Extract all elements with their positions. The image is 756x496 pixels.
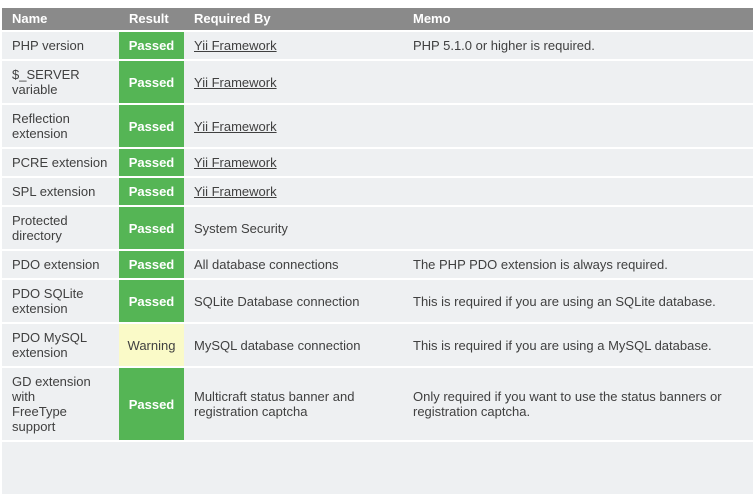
memo-cell: The PHP PDO extension is always required… <box>403 251 753 278</box>
column-header-result: Result <box>119 8 184 30</box>
table-row: Reflection extension Passed Yii Framewor… <box>2 105 753 147</box>
memo-cell <box>403 105 753 147</box>
table-row: PCRE extension Passed Yii Framework <box>2 149 753 176</box>
required-by-cell: Yii Framework <box>184 149 403 176</box>
required-by-link[interactable]: Yii Framework <box>194 184 277 199</box>
requirement-name: Protected directory <box>2 207 119 249</box>
required-by-text: System Security <box>194 220 288 236</box>
requirements-table: Name Result Required By Memo PHP version… <box>2 6 753 496</box>
result-badge: Passed <box>119 32 184 59</box>
memo-cell: Only required if you want to use the sta… <box>403 368 753 440</box>
table-row: GD extension with FreeType support Passe… <box>2 368 753 440</box>
required-by-cell <box>184 442 403 494</box>
required-by-text: MySQL database connection <box>194 337 361 353</box>
memo-cell <box>403 61 753 103</box>
requirement-name: PDO MySQL extension <box>2 324 119 366</box>
required-by-text: Multicraft status banner and registratio… <box>194 389 355 419</box>
table-row-cutoff <box>2 442 753 494</box>
required-by-cell: Yii Framework <box>184 61 403 103</box>
required-by-cell: Yii Framework <box>184 178 403 205</box>
memo-cell <box>403 178 753 205</box>
requirement-name: PCRE extension <box>2 149 119 176</box>
memo-cell <box>403 149 753 176</box>
result-badge: Passed <box>119 280 184 322</box>
table-row: $_SERVER variable Passed Yii Framework <box>2 61 753 103</box>
result-badge: Warning <box>119 324 184 366</box>
required-by-cell: Yii Framework <box>184 32 403 59</box>
requirement-name: PDO extension <box>2 251 119 278</box>
table-row: PDO MySQL extension Warning MySQL databa… <box>2 324 753 366</box>
column-header-name: Name <box>2 8 119 30</box>
required-by-cell: MySQL database connection <box>184 324 403 366</box>
required-by-cell: SQLite Database connection <box>184 280 403 322</box>
memo-cell <box>403 207 753 249</box>
required-by-cell: All database connections <box>184 251 403 278</box>
result-badge: Passed <box>119 178 184 205</box>
requirement-name: $_SERVER variable <box>2 61 119 103</box>
requirement-name: PDO SQLite extension <box>2 280 119 322</box>
requirement-name: PHP version <box>2 32 119 59</box>
result-badge: Passed <box>119 105 184 147</box>
result-badge: Passed <box>119 61 184 103</box>
column-header-memo: Memo <box>403 8 753 30</box>
column-header-required-by: Required By <box>184 8 403 30</box>
memo-cell: This is required if you are using an SQL… <box>403 280 753 322</box>
requirement-name: GD extension with FreeType support <box>2 368 119 440</box>
table-row: PDO extension Passed All database connec… <box>2 251 753 278</box>
result-badge: Passed <box>119 149 184 176</box>
memo-cell: PHP 5.1.0 or higher is required. <box>403 32 753 59</box>
requirement-name: Reflection extension <box>2 105 119 147</box>
requirement-name <box>2 442 119 494</box>
required-by-link[interactable]: Yii Framework <box>194 74 277 90</box>
result-badge: Passed <box>119 251 184 278</box>
table-row: PHP version Passed Yii Framework PHP 5.1… <box>2 32 753 59</box>
memo-cell: This is required if you are using a MySQ… <box>403 324 753 366</box>
required-by-text: All database connections <box>194 257 339 272</box>
required-by-cell: Yii Framework <box>184 105 403 147</box>
table-row: SPL extension Passed Yii Framework <box>2 178 753 205</box>
table-row: PDO SQLite extension Passed SQLite Datab… <box>2 280 753 322</box>
required-by-text: SQLite Database connection <box>194 293 360 309</box>
required-by-link[interactable]: Yii Framework <box>194 118 277 134</box>
table-row: Protected directory Passed System Securi… <box>2 207 753 249</box>
requirement-name: SPL extension <box>2 178 119 205</box>
required-by-cell: System Security <box>184 207 403 249</box>
required-by-cell: Multicraft status banner and registratio… <box>184 368 403 440</box>
required-by-link[interactable]: Yii Framework <box>194 155 277 170</box>
table-header-row: Name Result Required By Memo <box>2 8 753 30</box>
memo-cell <box>403 442 753 494</box>
result-badge <box>119 442 184 494</box>
result-badge: Passed <box>119 207 184 249</box>
required-by-link[interactable]: Yii Framework <box>194 38 277 53</box>
result-badge: Passed <box>119 368 184 440</box>
